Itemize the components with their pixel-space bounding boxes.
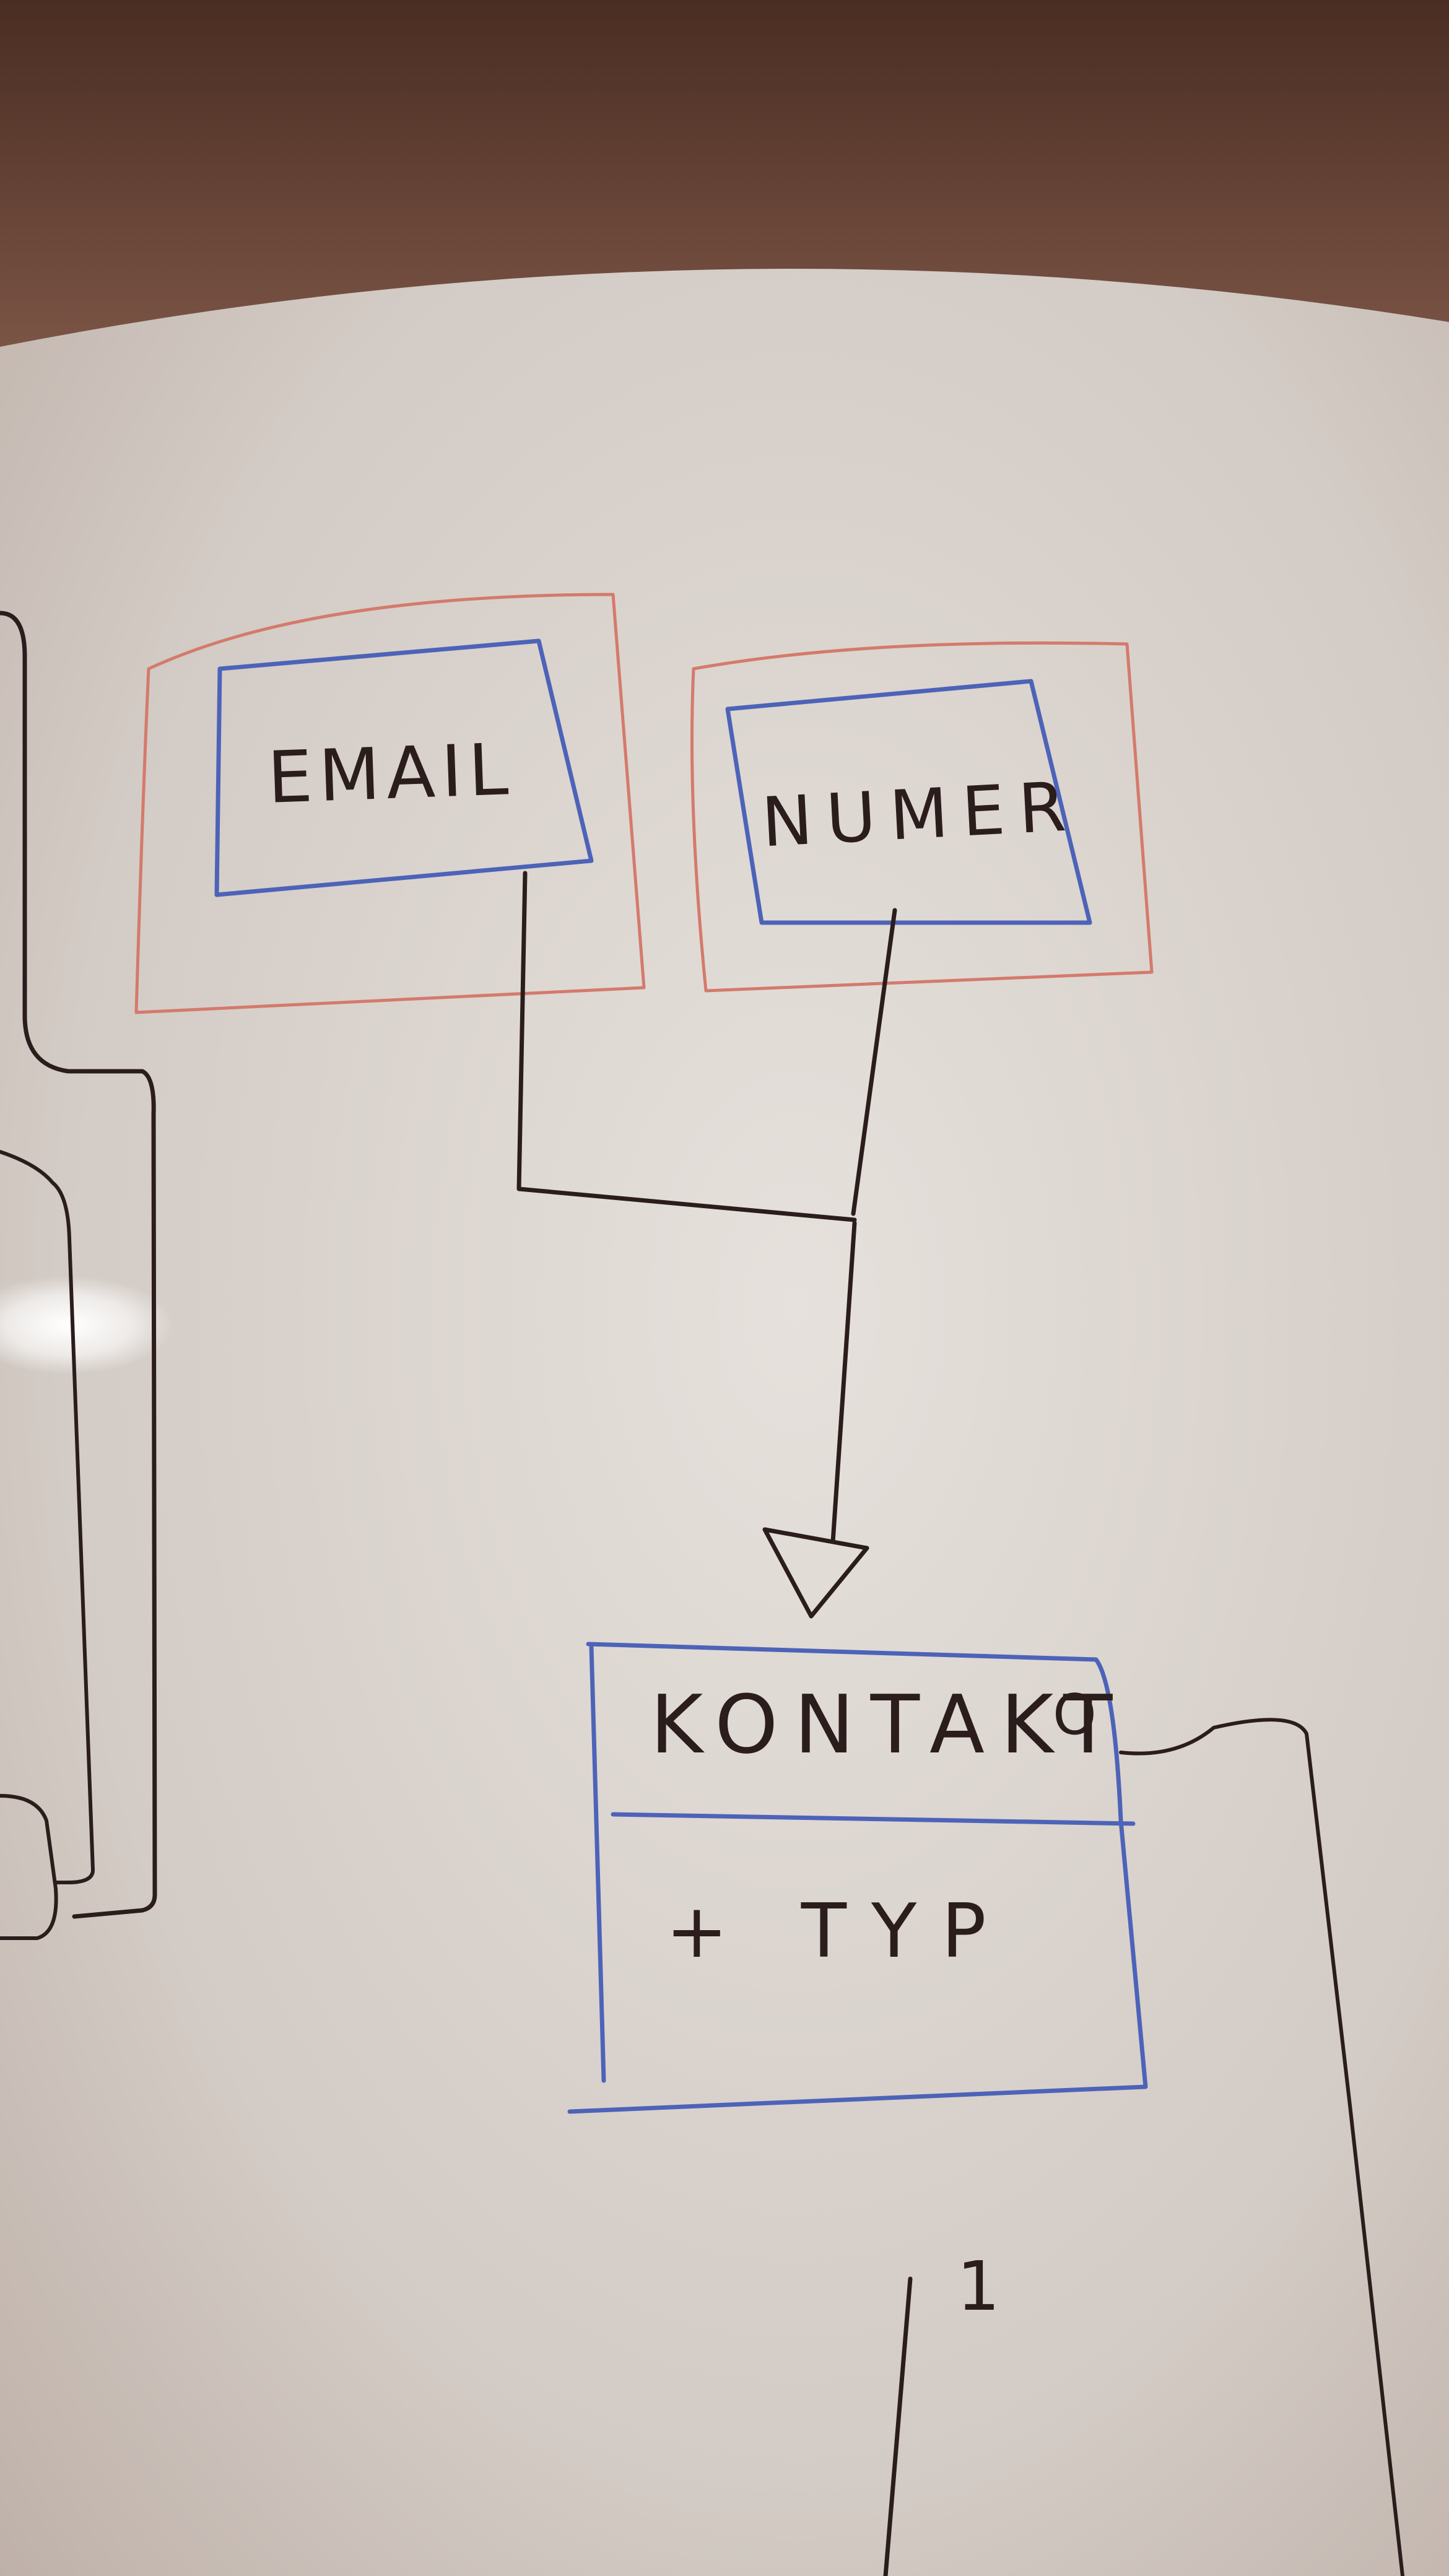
- email-label: EMAIL: [266, 728, 516, 820]
- kontakt-name-suffix: O: [1053, 1682, 1097, 1747]
- left-partial-box: [0, 611, 157, 1919]
- numer-connector: [851, 908, 897, 1216]
- generalization-line: [830, 1221, 857, 1544]
- left-partial-line: [0, 1150, 95, 1884]
- numer-label: NUMER: [760, 767, 1082, 863]
- association-line: [1119, 1718, 1404, 2576]
- email-box: [214, 638, 594, 897]
- light-glare: [0, 1276, 173, 1375]
- email-connector: [516, 871, 857, 1222]
- numer-box: [725, 679, 1092, 925]
- email-red-outline: [134, 593, 646, 1014]
- kontakt-divider: [611, 1812, 1136, 1826]
- numer-red-outline: [690, 641, 1154, 993]
- left-partial-shape: [0, 1794, 58, 1940]
- kontakt-attribute: + TYP: [666, 1889, 1011, 1975]
- board-surface: [0, 269, 1449, 2576]
- multiplicity-label: 1: [957, 2247, 1000, 2326]
- lower-association-line: [883, 2276, 913, 2576]
- generalization-arrowhead: [762, 1527, 869, 1619]
- kontakt-box: [567, 1642, 1148, 2114]
- kontakt-name: KONTAKT: [650, 1677, 1129, 1772]
